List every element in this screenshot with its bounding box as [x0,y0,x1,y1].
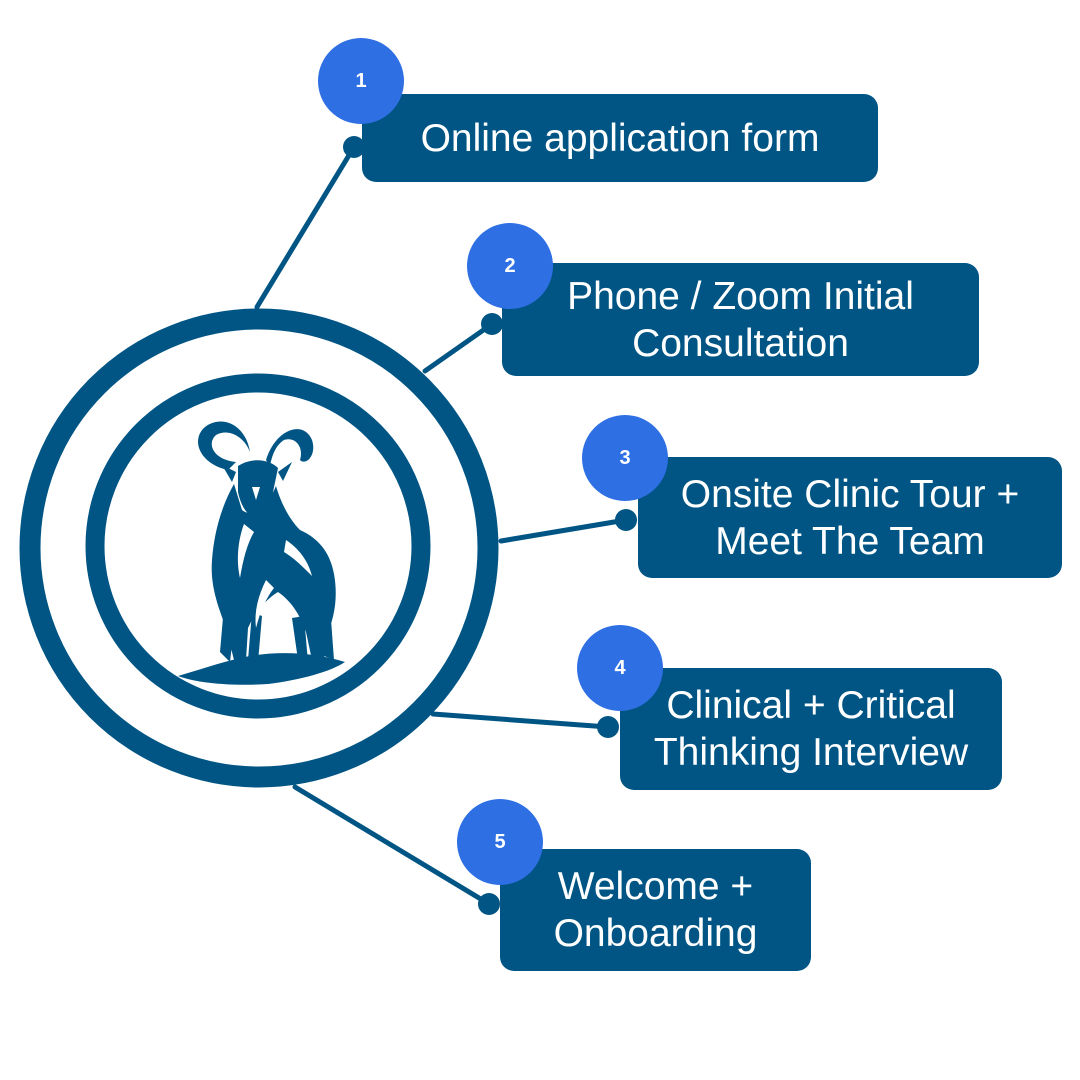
step-5-number: 5 [494,830,506,853]
step-2-number: 2 [504,254,516,277]
step-3-label: Onsite Clinic Tour + Meet The Team [680,472,1020,563]
mountain-goat-icon [178,421,345,685]
connector-line-1 [254,144,357,310]
step-2-box: Phone / Zoom Initial Consultation [502,263,979,376]
step-1-box: Online application form [362,94,878,182]
connector-line-2 [422,321,495,374]
step-4-label: Clinical + Critical Thinking Interview [653,684,969,774]
connector-dot-2 [481,313,503,335]
step-5-box: Welcome + Onboarding [500,849,811,971]
step-3-box: Onsite Clinic Tour + Meet The Team [638,457,1062,578]
step-1-number-badge: 1 [318,38,404,124]
step-4-number: 4 [614,656,626,679]
inner-ring [85,373,431,719]
step-1-label: Online application form [420,116,820,160]
step-5-number-badge: 5 [457,799,543,885]
step-5-label: Welcome + Onboarding [553,865,758,955]
connector-dot-4 [597,716,619,738]
step-4-number-badge: 4 [577,625,663,711]
connector-dot-3 [615,509,637,531]
step-3-number: 3 [619,446,631,469]
step-2-label: Phone / Zoom Initial Consultation [567,274,914,365]
connector-line-4 [430,711,611,730]
outer-ring [19,308,499,788]
step-1-number: 1 [355,69,367,92]
step-3-number-badge: 3 [582,415,668,501]
step-4-box: Clinical + Critical Thinking Interview [620,668,1002,790]
step-2-number-badge: 2 [467,223,553,309]
connector-line-3 [498,517,629,544]
connector-dot-1 [343,136,365,158]
connector-line-5 [292,784,492,907]
connector-dot-5 [478,893,500,915]
